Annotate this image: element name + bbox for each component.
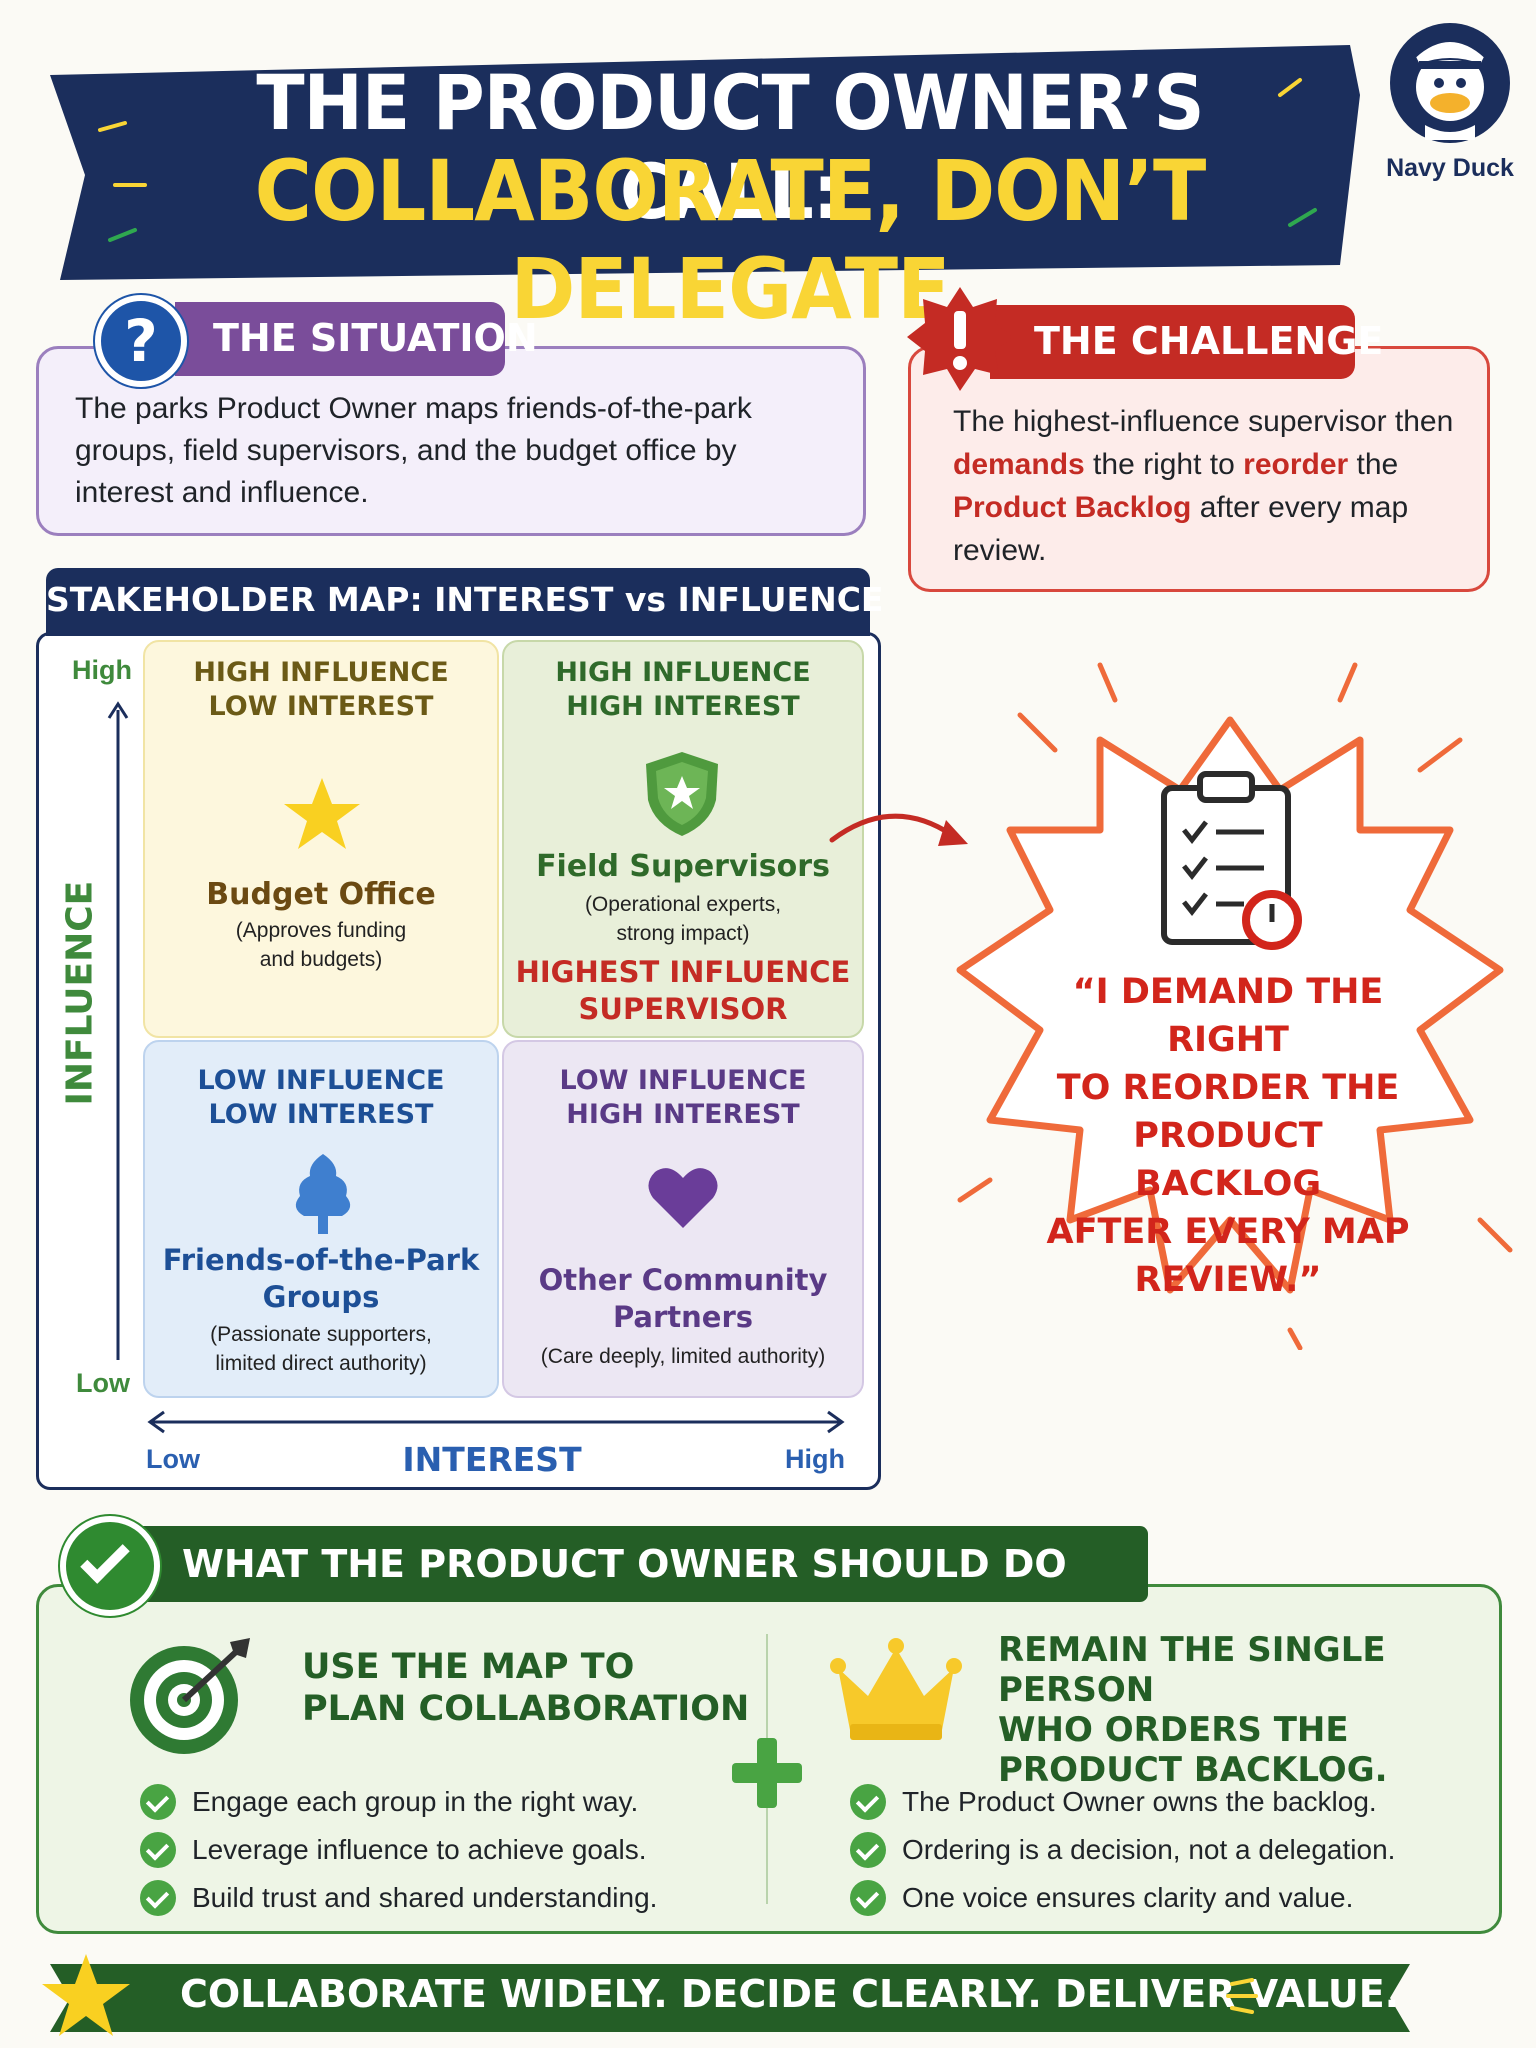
right-bullet-list: The Product Owner owns the backlog. Orde… [850, 1778, 1470, 1922]
star-icon [42, 1954, 130, 2036]
y-axis-label: INFLUENCE [59, 880, 101, 1106]
situation-card [36, 346, 866, 536]
navy-duck-logo-icon [1390, 23, 1510, 143]
challenge-tab: THE CHALLENGE [990, 305, 1383, 379]
q2-name: Field Supervisors [536, 849, 830, 884]
q4-description: (Care deeply, limited authority) [540, 1345, 826, 1368]
footer-slogan: COLLABORATE WIDELY. DECIDE CLEARLY. DELI… [180, 1972, 1400, 2016]
curved-arrow-icon [829, 813, 968, 846]
sparkle-lines-icon [1226, 1978, 1258, 2014]
clipboard-checklist-icon [1161, 771, 1302, 950]
title-line-1: THE PRODUCT OWNER’S CALL: [256, 58, 1204, 236]
list-item: One voice ensures clarity and value. [850, 1874, 1470, 1922]
x-axis-arrow [147, 1410, 845, 1434]
tree-icon [295, 1154, 351, 1234]
list-item: Ordering is a decision, not a delegation… [850, 1826, 1470, 1874]
x-axis-high-label: High [785, 1444, 845, 1474]
left-bullet-list: Engage each group in the right way. Leve… [140, 1778, 740, 1922]
actions-label: WHAT THE PRODUCT OWNER SHOULD DO [182, 1542, 1067, 1586]
brand-name: Navy Duck [1386, 154, 1514, 182]
crown-icon [830, 1638, 962, 1740]
quadrant-high-influence-low-interest [143, 640, 499, 1038]
list-item: Build trust and shared understanding. [140, 1874, 740, 1922]
check-circle-icon [850, 1880, 886, 1916]
y-axis-high-label: High [72, 655, 132, 685]
q3-description: (Passionate supporters,limited direct au… [210, 1323, 432, 1375]
situation-tab: THE SITUATION [175, 302, 538, 376]
list-item: Leverage influence to achieve goals. [140, 1826, 740, 1874]
plus-icon [732, 1738, 802, 1808]
map-header [46, 568, 870, 636]
map-title: STAKEHOLDER MAP: INTEREST vs INFLUENCE [46, 580, 884, 619]
list-item: The Product Owner owns the backlog. [850, 1778, 1470, 1826]
title-banner [50, 45, 1360, 280]
check-circle-icon [850, 1832, 886, 1868]
title-line-2: COLLABORATE, DON’T DELEGATE [254, 142, 1207, 338]
check-circle-icon [140, 1880, 176, 1916]
challenge-card [908, 346, 1490, 592]
y-axis-low-label: Low [76, 1368, 130, 1398]
actions-tab: WHAT THE PRODUCT OWNER SHOULD DO [100, 1526, 1148, 1602]
check-circle-icon [140, 1784, 176, 1820]
check-circle-icon [850, 1784, 886, 1820]
exclamation-burst-icon [907, 287, 1013, 391]
challenge-text: The highest-influence supervisor then de… [953, 405, 1454, 567]
list-item: Engage each group in the right way. [140, 1778, 740, 1826]
quadrant-high-influence-high-interest [502, 640, 864, 1038]
question-icon: ? [95, 295, 187, 387]
y-axis-arrow [107, 701, 129, 1360]
speech-burst [956, 662, 1513, 1350]
target-icon [130, 1638, 250, 1754]
star-icon [284, 778, 360, 849]
check-circle-icon [140, 1832, 176, 1868]
checkmark-icon [60, 1516, 160, 1616]
challenge-label: THE CHALLENGE [1034, 319, 1384, 363]
situation-label: THE SITUATION [213, 316, 538, 360]
x-axis-label: INTEREST [402, 1440, 582, 1479]
heart-icon [648, 1168, 718, 1228]
x-axis-low-label: Low [146, 1444, 200, 1474]
shield-star-icon [646, 752, 718, 836]
q2-description: (Operational experts,strong impact) [584, 893, 782, 945]
q1-name: Budget Office [206, 877, 436, 912]
demand-quote: “I DEMAND THE RIGHT TO REORDER THE PRODU… [1046, 972, 1410, 1300]
footer-ribbon [50, 1964, 1410, 2032]
situation-text: The parks Product Owner maps friends-of-… [75, 392, 752, 509]
